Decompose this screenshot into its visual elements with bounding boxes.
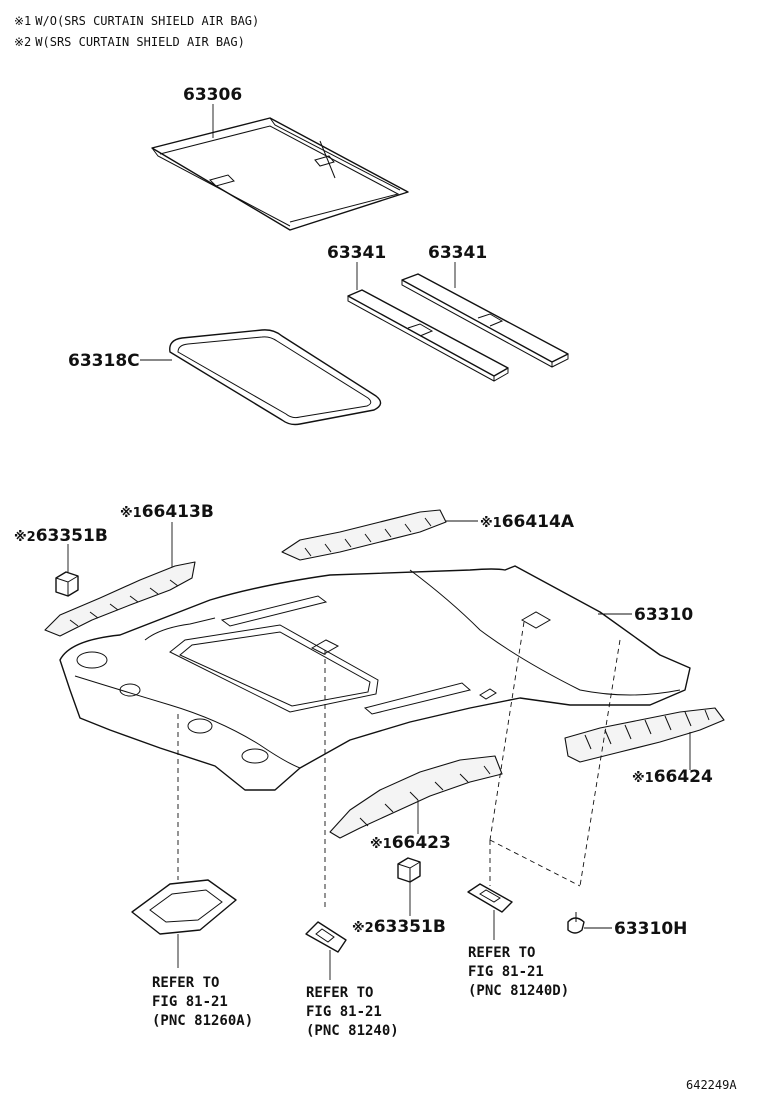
- clip-63351B-bottom: ※263351B: [352, 857, 446, 937]
- mark-63351B-top: ※2: [14, 530, 36, 545]
- svg-text:※2W(SRS CURTAIN SHIELD AIR BAG: ※2 W(SRS CURTAIN SHIELD AIR BAG): [14, 35, 245, 49]
- svg-text:※263351B: ※263351B: [14, 526, 108, 546]
- clip-63351B-top: ※263351B: [14, 526, 108, 597]
- lamp-81240D: [467, 883, 513, 940]
- mark-66413B: ※1: [120, 506, 142, 521]
- lamp-81240: [305, 921, 347, 980]
- part-number-63306: 63306: [183, 85, 242, 105]
- svg-text:※166423: ※166423: [370, 833, 451, 853]
- absorber-66414A: ※166414A: [281, 509, 575, 561]
- part-number-66414A: 66414A: [502, 512, 575, 532]
- notes-legend: ※1 W/O(SRS CURTAIN SHIELD AIR BAG) ※2 W(SR…: [14, 14, 259, 49]
- part-number-63310H: 63310H: [614, 919, 687, 939]
- diagram-code: 642249A: [686, 1078, 737, 1092]
- part-number-63310: 63310: [634, 605, 693, 625]
- part-number-63341-left: 63341: [327, 243, 386, 263]
- part-number-63351B-top: 63351B: [36, 526, 108, 546]
- part-number-63351B-bottom: 63351B: [374, 917, 446, 937]
- mark-66424: ※1: [632, 771, 654, 786]
- reference-2-line-3: (PNC 81240): [306, 1023, 399, 1039]
- reference-81260A: REFER TO FIG 81-21 (PNC 81260A): [152, 975, 253, 1029]
- absorber-66413B: ※166413B: [44, 502, 214, 637]
- reference-1-line-1: REFER TO: [152, 975, 219, 991]
- part-number-66424: 66424: [654, 767, 713, 787]
- svg-text:※166424: ※166424: [632, 767, 713, 787]
- part-number-66413B: 66413B: [142, 502, 214, 522]
- reference-3-line-2: FIG 81-21: [468, 964, 544, 980]
- note-1-text: W/O(SRS CURTAIN SHIELD AIR BAG): [35, 14, 259, 28]
- pad-63341-right: 63341: [401, 243, 569, 368]
- note-2-text: W(SRS CURTAIN SHIELD AIR BAG): [35, 35, 245, 49]
- reference-81240D: REFER TO FIG 81-21 (PNC 81240D): [468, 945, 569, 999]
- assembly-lines: [177, 621, 621, 910]
- clip-63310H: 63310H: [567, 912, 687, 939]
- dome-lamp-81260A: [131, 879, 237, 968]
- part-number-63318C: 63318C: [68, 351, 140, 371]
- svg-text:※1W/O(SRS CURTAIN SHIELD AIR B: ※1 W/O(SRS CURTAIN SHIELD AIR BAG): [14, 14, 259, 28]
- absorber-66424: ※166424: [564, 707, 725, 787]
- part-number-63341-right: 63341: [428, 243, 487, 263]
- reference-1-line-3: (PNC 81260A): [152, 1013, 253, 1029]
- seal-63318C: 63318C: [68, 329, 382, 426]
- svg-text:※263351B: ※263351B: [352, 917, 446, 937]
- note-1-mark: ※1: [14, 14, 31, 28]
- reference-81240: REFER TO FIG 81-21 (PNC 81240): [306, 985, 399, 1039]
- mark-66423: ※1: [370, 837, 392, 852]
- reference-2-line-1: REFER TO: [306, 985, 373, 1001]
- reference-3-line-1: REFER TO: [468, 945, 535, 961]
- note-2-mark: ※2: [14, 35, 31, 49]
- reference-3-line-3: (PNC 81240D): [468, 983, 569, 999]
- svg-text:※166413B: ※166413B: [120, 502, 214, 522]
- sunshade-panel-63306: 63306: [151, 85, 409, 231]
- reference-1-line-2: FIG 81-21: [152, 994, 228, 1010]
- headlining-63310: 63310: [59, 565, 693, 791]
- absorber-66423: ※166423: [329, 755, 503, 853]
- mark-63351B-bottom: ※2: [352, 921, 374, 936]
- mark-66414A: ※1: [480, 516, 502, 531]
- reference-2-line-2: FIG 81-21: [306, 1004, 382, 1020]
- pad-63341-left: 63341: [327, 243, 509, 382]
- svg-text:※166414A: ※166414A: [480, 512, 575, 532]
- part-number-66423: 66423: [392, 833, 451, 853]
